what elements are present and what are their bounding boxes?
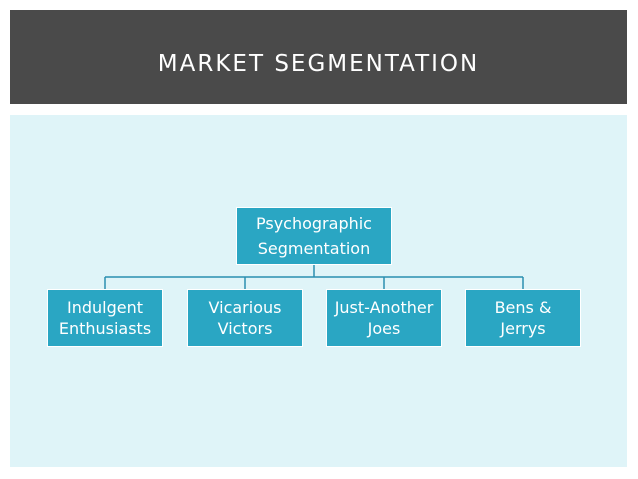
psychographic-segmentation-node: Psychographic Segmentation [236, 207, 392, 265]
child-3-line-1: Just-Another [334, 298, 434, 317]
child-3-line-2: Joes [367, 319, 401, 338]
root-node-line-1: Psychographic [256, 214, 372, 233]
child-4-line-1: Bens & [494, 298, 552, 317]
title-bar: MARKET SEGMENTATION [10, 10, 627, 104]
child-2-line-2: Victors [217, 319, 273, 338]
child-1-line-1: Indulgent [66, 298, 143, 317]
vicarious-victors-node: Vicarious Victors [187, 289, 303, 347]
child-4-line-2: Jerrys [500, 319, 546, 338]
bens-and-jerrys-node: Bens & Jerrys [465, 289, 581, 347]
slide-title: MARKET SEGMENTATION [157, 51, 480, 77]
just-another-joes-node: Just-Another Joes [326, 289, 442, 347]
child-1-line-2: Enthusiasts [58, 319, 152, 338]
child-2-line-1: Vicarious [208, 298, 282, 317]
root-node-line-2: Segmentation [257, 239, 371, 258]
indulgent-enthusiasts-node: Indulgent Enthusiasts [47, 289, 163, 347]
